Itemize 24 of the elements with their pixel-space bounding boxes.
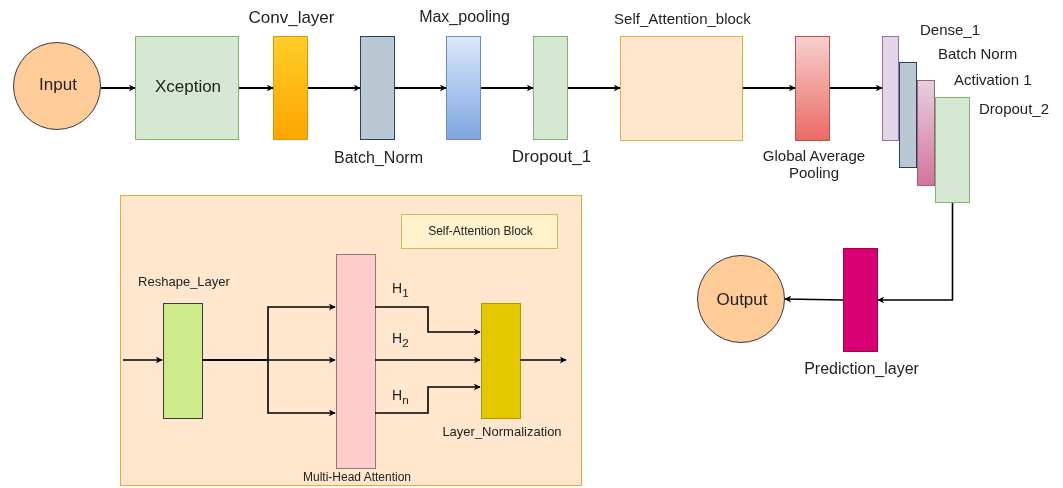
panel-title: Self-Attention Block — [427, 225, 534, 239]
layer-label: Dense_1 — [920, 21, 982, 39]
layer-label: Batch Norm — [938, 45, 1019, 63]
group-panel — [120, 195, 582, 486]
layer-label: Max_pooling — [418, 8, 511, 27]
layer-label: Dropout_1 — [510, 147, 593, 167]
layer-label: Batch_Norm — [333, 149, 424, 168]
edge-label: H$_{n}$ — [391, 387, 410, 406]
layer-label: Xception — [153, 77, 223, 97]
edge-label: H$_{1}$ — [391, 280, 410, 299]
block-box — [401, 214, 558, 249]
layer-label: Multi-Head Attention — [301, 471, 413, 485]
block-box — [135, 36, 239, 140]
layer-label: Dropout_2 — [979, 100, 1051, 118]
layer-label: Global Average Pooling — [761, 147, 867, 182]
layer-label: Self_Attention_block — [613, 10, 752, 28]
layer-label: Input — [38, 75, 78, 95]
layer-label: Reshape_Layer — [137, 275, 231, 290]
edge-label: H$_{2}$ — [391, 330, 410, 349]
layer-label: Conv_layer — [247, 8, 336, 28]
layer-label: Output — [715, 290, 769, 310]
layer-label: Layer_Normalization — [441, 425, 563, 440]
layer-label: Prediction_layer — [803, 360, 920, 379]
layer-label: Activation 1 — [954, 71, 1033, 89]
